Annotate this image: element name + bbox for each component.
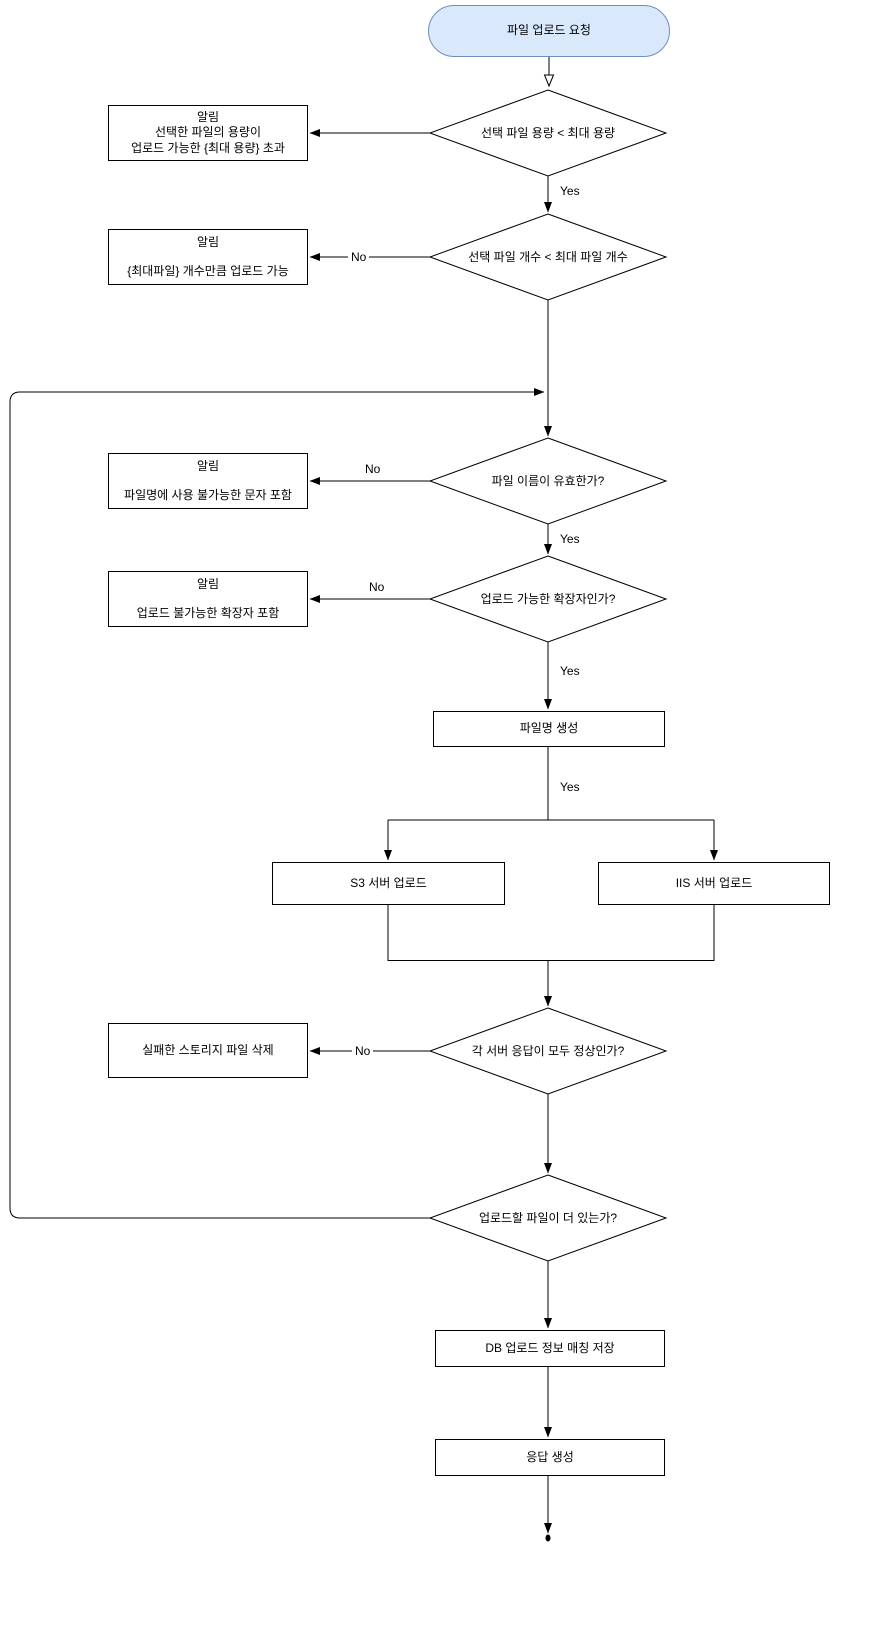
- alert-title: 알림: [196, 234, 220, 249]
- edge-label-extension-yes: Yes: [557, 664, 583, 678]
- alert-body: {최대파일} 개수만큼 업로드 가능: [127, 263, 289, 278]
- end-marker-dot: [545, 1534, 551, 1542]
- process-create-response[interactable]: 응답 생성: [435, 1439, 665, 1476]
- edge-label-filename-no: No: [362, 462, 384, 476]
- decision-filename-valid-shape[interactable]: [428, 437, 668, 525]
- alert-title: 알림: [196, 109, 220, 124]
- alert-count-limit[interactable]: 알림 {최대파일} 개수만큼 업로드 가능: [108, 229, 308, 285]
- start-node[interactable]: 파일 업로드 요청: [428, 5, 670, 57]
- alert-body: 선택한 파일의 용량이 업로드 가능한 {최대 용량} 초과: [131, 125, 285, 155]
- decision-count[interactable]: 선택 파일 개수 < 최대 파일 개수: [468, 249, 628, 264]
- edge-label-count-no: No: [348, 250, 370, 264]
- alert-body: 업로드 불가능한 확장자 포함: [136, 605, 280, 620]
- edge-label-response-no: No: [352, 1044, 374, 1058]
- edge-label-create-filename-yes: Yes: [557, 780, 583, 794]
- alert-title: 알림: [196, 576, 220, 591]
- alert-size-exceeded[interactable]: 알림 선택한 파일의 용량이 업로드 가능한 {최대 용량} 초과: [108, 105, 308, 161]
- process-save-db[interactable]: DB 업로드 정보 매칭 저장: [435, 1330, 665, 1367]
- process-delete-failed-files[interactable]: 실패한 스토리지 파일 삭제: [108, 1023, 308, 1078]
- decision-server-response[interactable]: 각 서버 응답이 모두 정상인가?: [471, 1043, 625, 1058]
- decision-filename-valid[interactable]: 파일 이름이 유효한가?: [491, 473, 605, 488]
- edge-label-size-yes: Yes: [557, 184, 583, 198]
- edge-label-extension-no: No: [366, 580, 388, 594]
- alert-invalid-extension[interactable]: 알림 업로드 불가능한 확장자 포함: [108, 571, 308, 627]
- alert-title: 알림: [196, 458, 220, 473]
- decision-size[interactable]: 선택 파일 용량 < 최대 용량: [480, 125, 616, 140]
- connector-loop-more-files: [9, 388, 545, 1219]
- process-create-filename[interactable]: 파일명 생성: [433, 711, 665, 747]
- decision-size-shape[interactable]: [428, 89, 668, 177]
- decision-extension[interactable]: 업로드 가능한 확장자인가?: [480, 591, 616, 606]
- decision-count-shape[interactable]: [428, 213, 668, 301]
- decision-more-files[interactable]: 업로드할 파일이 더 있는가?: [478, 1210, 618, 1225]
- alert-body: 파일명에 사용 불가능한 문자 포함: [124, 487, 292, 502]
- process-s3-upload[interactable]: S3 서버 업로드: [272, 862, 505, 905]
- edge-label-filename-yes: Yes: [557, 532, 583, 546]
- decision-extension-shape[interactable]: [428, 555, 668, 643]
- alert-invalid-filename[interactable]: 알림 파일명에 사용 불가능한 문자 포함: [108, 453, 308, 509]
- process-iis-upload[interactable]: IIS 서버 업로드: [598, 862, 830, 905]
- decision-more-files-shape[interactable]: [428, 1174, 668, 1262]
- decision-server-response-shape[interactable]: [428, 1007, 668, 1095]
